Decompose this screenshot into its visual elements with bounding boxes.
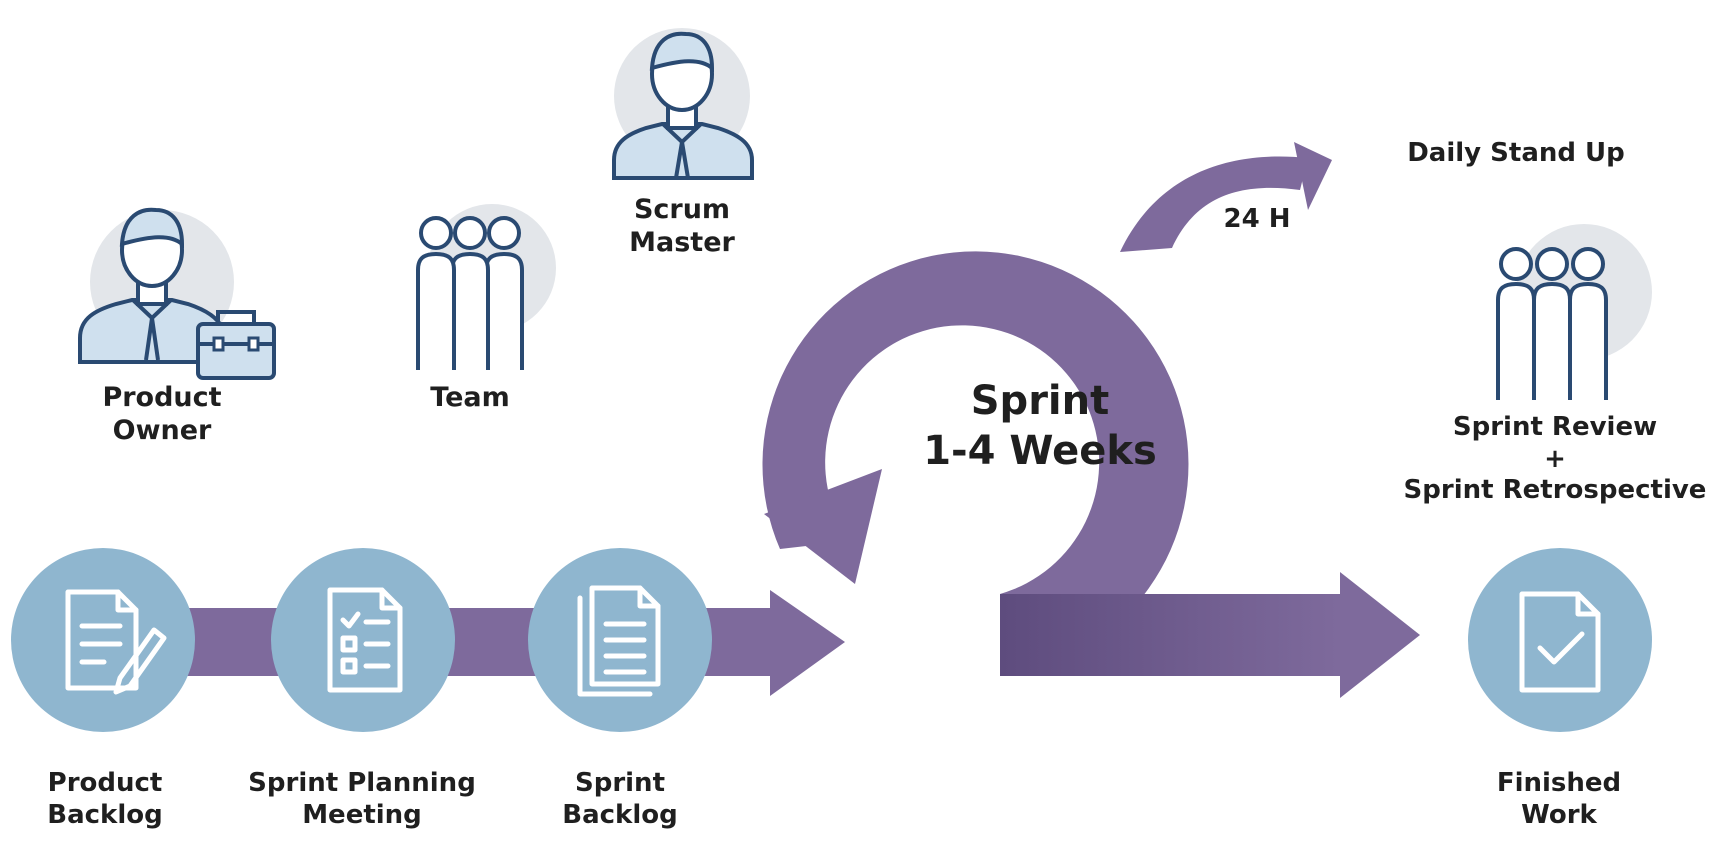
label-sprint-planning-line2: Meeting bbox=[302, 799, 422, 830]
connector-bar-1 bbox=[185, 608, 285, 676]
sprint-cycle-arrowhead bbox=[764, 469, 882, 584]
team-group-icon bbox=[416, 204, 556, 370]
arrow-to-finished bbox=[1340, 572, 1420, 698]
document-stack-icon bbox=[577, 585, 661, 697]
label-product-backlog-line1: Product bbox=[47, 768, 163, 798]
label-sprint-planning: Sprint Planning Meeting bbox=[232, 768, 492, 831]
label-product-backlog-line2: Backlog bbox=[47, 799, 163, 830]
daily-loop-arrowhead bbox=[1294, 142, 1332, 210]
sprint-cycle-arc bbox=[762, 251, 1189, 676]
label-sprint-backlog: Sprint Backlog bbox=[545, 768, 695, 831]
document-edit-icon bbox=[65, 589, 167, 695]
label-24h-text: 24 H bbox=[1223, 204, 1291, 234]
label-sprint-review-plus: + bbox=[1544, 443, 1566, 474]
document-check-icon bbox=[1519, 591, 1601, 693]
label-sprint-backlog-line2: Backlog bbox=[562, 799, 678, 830]
label-sprint-review-line2: Sprint Retrospective bbox=[1403, 475, 1707, 506]
label-product-owner: Product Owner bbox=[82, 382, 242, 448]
label-sprint-backlog-line1: Sprint bbox=[574, 768, 665, 798]
label-product-owner-line1: Product bbox=[102, 382, 222, 413]
label-finished-work-line2: Work bbox=[1521, 799, 1597, 830]
label-sprint: Sprint 1-4 Weeks bbox=[870, 376, 1210, 476]
review-team-icon bbox=[1496, 224, 1652, 400]
sprint-exit-band bbox=[1000, 594, 1340, 676]
label-scrum-master-line1: Scrum bbox=[633, 194, 731, 225]
step-circle-sprint-planning bbox=[271, 548, 455, 732]
step-circle-finished-work bbox=[1468, 548, 1652, 732]
daily-loop-arc bbox=[1120, 156, 1308, 252]
label-product-owner-line2: Owner bbox=[112, 414, 212, 446]
label-team-text: Team bbox=[430, 382, 510, 413]
connector-bar-2 bbox=[440, 608, 540, 676]
label-daily-stand-up-text: Daily Stand Up bbox=[1407, 138, 1625, 168]
label-finished-work: Finished Work bbox=[1484, 768, 1634, 831]
arrow-into-sprint bbox=[700, 590, 845, 696]
label-team: Team bbox=[400, 382, 540, 415]
label-sprint-planning-line1: Sprint Planning bbox=[248, 768, 476, 798]
scrum-master-icon bbox=[612, 28, 754, 180]
briefcase-icon bbox=[196, 310, 276, 380]
label-scrum-master-line2: Master bbox=[629, 226, 735, 258]
label-sprint-title: Sprint bbox=[970, 378, 1110, 424]
label-scrum-master: Scrum Master bbox=[612, 194, 752, 260]
label-daily-stand-up: Daily Stand Up bbox=[1386, 138, 1646, 170]
label-finished-work-line1: Finished bbox=[1496, 768, 1622, 798]
step-circle-product-backlog bbox=[11, 548, 195, 732]
label-product-backlog: Product Backlog bbox=[20, 768, 190, 831]
label-sprint-review: Sprint Review + Sprint Retrospective bbox=[1400, 412, 1710, 507]
label-sprint-review-line1: Sprint Review bbox=[1452, 412, 1658, 442]
label-sprint-duration: 1-4 Weeks bbox=[923, 428, 1157, 474]
checklist-icon bbox=[327, 587, 403, 693]
label-24h: 24 H bbox=[1212, 204, 1302, 236]
